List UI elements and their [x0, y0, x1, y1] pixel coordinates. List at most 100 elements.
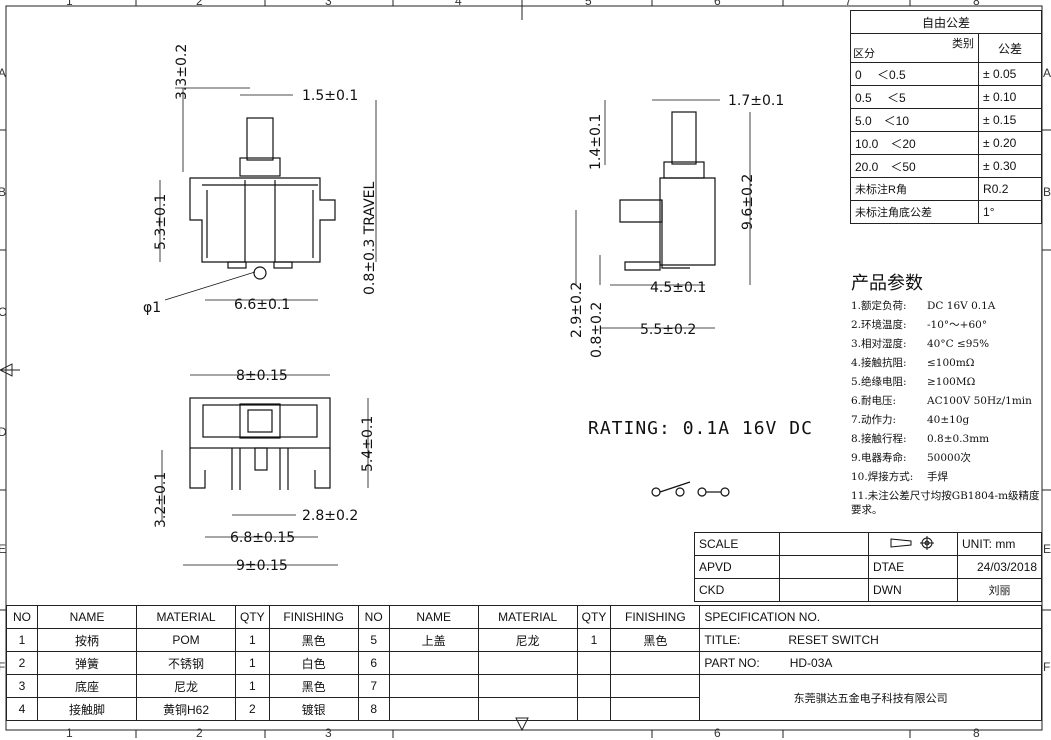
ckd-value	[779, 578, 869, 602]
bom-cell: 4	[6, 697, 38, 721]
bom-table: NO NAME MATERIAL QTY FINISHING NO NAME M…	[6, 605, 1042, 721]
bom-cell	[388, 651, 479, 675]
tol-range: 5.0 ＜10	[849, 108, 980, 132]
bom-cell: 黑色	[268, 674, 359, 698]
dim-2-8: 2.8±0.2	[302, 508, 358, 524]
bom-header: NAME	[388, 605, 479, 629]
param-value: 50000次	[927, 452, 971, 464]
bom-cell	[576, 651, 612, 675]
zone-right-b: B	[1043, 185, 1051, 199]
header-range: 区分	[853, 48, 875, 60]
param-value: DC 16V 0.1A	[927, 300, 996, 312]
bom-cell	[477, 674, 578, 698]
zone-top-6: 6	[714, 0, 721, 8]
zone-bottom-8: 8	[973, 726, 980, 740]
part-cell: PART NO:HD-03A	[699, 651, 1042, 675]
param-value: AC100V 50Hz/1min	[927, 395, 1032, 407]
param-key: 5.绝缘电阻:	[851, 376, 907, 388]
zone-top-3: 3	[325, 0, 332, 8]
dim-1-7: 1.7±0.1	[728, 93, 784, 109]
dim-4-5: 4.5±0.1	[650, 280, 706, 296]
bom-cell: 尼龙	[136, 674, 236, 698]
tol-range: 10.0 ＜20	[849, 131, 980, 155]
zone-top-8: 8	[973, 0, 980, 8]
bom-header: QTY	[235, 605, 270, 629]
bom-cell: 黄铜H62	[136, 697, 236, 721]
dtae-label: DTAE	[868, 555, 958, 579]
tol-value: R0.2	[978, 177, 1042, 201]
tol-value: ± 0.10	[978, 85, 1042, 109]
title-cell: TITLE:RESET SWITCH	[699, 628, 1042, 652]
bom-cell: 8	[357, 697, 390, 721]
unit-label: UNIT: mm	[957, 532, 1042, 556]
bom-cell	[610, 697, 701, 721]
bom-cell: 白色	[268, 651, 359, 675]
param-note: 11.未注公差尺寸均按GB1804-m级精度要求。	[851, 490, 1040, 516]
zone-left-b: B	[0, 185, 7, 199]
param-key: 6.耐电压:	[851, 395, 897, 407]
date-value: 24/03/2018	[957, 555, 1042, 579]
scale-value	[779, 532, 869, 556]
tol-range: 20.0 ＜50	[849, 154, 980, 178]
tolerance-header-diag: 类别 区分	[849, 33, 980, 63]
bom-cell	[477, 697, 578, 721]
zone-top-1: 1	[66, 0, 73, 8]
tol-range: 0 ＜0.5	[849, 62, 980, 86]
part-value: HD-03A	[789, 656, 833, 670]
param-key: 2.环境温度:	[851, 319, 907, 331]
dwn-label: DWN	[868, 578, 958, 602]
bom-cell: 黑色	[610, 628, 701, 652]
side-actuator	[671, 111, 697, 165]
bom-header: FINISHING	[610, 605, 701, 629]
zone-left-c: C	[0, 305, 7, 319]
bom-cell: 1	[235, 651, 270, 675]
zone-top-4: 4	[455, 0, 462, 8]
zone-right-f: F	[1043, 660, 1051, 674]
bom-cell: 上盖	[388, 628, 479, 652]
bom-cell: POM	[136, 628, 236, 652]
param-value: ≥100MΩ	[927, 376, 976, 388]
bom-cell: 弹簧	[37, 651, 137, 675]
title-value: RESET SWITCH	[788, 633, 879, 647]
bom-cell: 底座	[37, 674, 137, 698]
dim-6-8: 6.8±0.15	[230, 530, 295, 546]
spec-label: SPECIFICATION NO.	[699, 605, 1042, 629]
zone-left-a: A	[0, 66, 7, 80]
param-value: 40±10g	[927, 414, 970, 426]
dim-phi: φ1	[143, 300, 161, 316]
bom-cell: 2	[235, 697, 270, 721]
bom-cell: 不锈钢	[136, 651, 236, 675]
bom-cell: 按柄	[37, 628, 137, 652]
dim-2-9: 2.9±0.2	[569, 282, 585, 338]
param-key: 8.接触行程:	[851, 433, 907, 445]
bom-cell	[610, 674, 701, 698]
param-value: -10°～+60°	[927, 319, 988, 331]
param-key: 9.电器寿命:	[851, 452, 907, 464]
bom-cell: 1	[235, 674, 270, 698]
scale-label: SCALE	[694, 532, 780, 556]
zone-right-e: E	[1043, 542, 1051, 556]
dim-9-6: 9.6±0.2	[740, 174, 756, 230]
zone-top-2: 2	[196, 0, 203, 8]
dim-1-4: 1.4±0.1	[588, 114, 604, 170]
tol-value: ± 0.20	[978, 131, 1042, 155]
title-block: SCALE UNIT: mm APVD DTAE 24/03/2018 CKD …	[694, 532, 1042, 602]
param-value: 40°C ≤95%	[927, 338, 990, 350]
param-value: 手焊	[927, 471, 948, 483]
param-value: 0.8±0.3mm	[927, 433, 990, 445]
projection-icon	[890, 535, 934, 550]
bom-cell: 1	[6, 628, 38, 652]
zone-bottom-3: 3	[325, 726, 332, 740]
header-tolerance: 公差	[978, 33, 1042, 63]
bom-cell: 3	[6, 674, 38, 698]
dim-8: 8±0.15	[236, 368, 288, 384]
tol-value: 1°	[978, 200, 1042, 224]
bom-cell: 黑色	[268, 628, 359, 652]
bom-cell	[388, 674, 479, 698]
zone-left-f: F	[0, 660, 6, 674]
bom-cell	[610, 651, 701, 675]
front-actuator	[246, 117, 274, 161]
projection-symbol	[868, 532, 958, 556]
zone-top-7: 7	[845, 0, 852, 8]
